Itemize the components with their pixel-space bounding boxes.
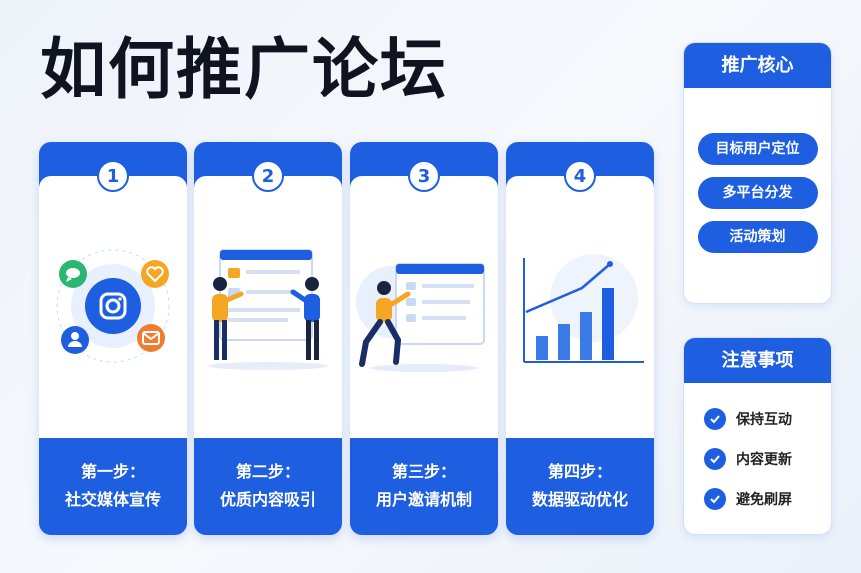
chart-bar — [536, 336, 548, 360]
core-panel-title: 推广核心 — [684, 43, 831, 88]
invite-illustration — [356, 263, 485, 372]
step-label: 第二步： 优质内容吸引 — [219, 462, 316, 509]
heart-icon — [141, 260, 169, 288]
trend-line — [525, 263, 611, 314]
step-card-1: 1 — [39, 142, 187, 535]
chat-icon — [59, 260, 87, 288]
growth-chart — [523, 254, 644, 363]
core-item-events[interactable]: 活动策划 — [697, 221, 818, 253]
core-panel: 推广核心 目标用户定位 多平台分发 活动策划 — [683, 42, 832, 304]
person-blue-icon — [290, 277, 320, 360]
chart-bar — [580, 312, 592, 360]
check-icon — [704, 448, 726, 470]
step-card-3: 3 第三步： 用户邀请机制 — [350, 142, 498, 535]
step-card-4: 4 第四步： 数据驱动优化 — [506, 142, 654, 535]
check-icon — [704, 488, 726, 510]
step-card-2: 2 — [194, 142, 342, 535]
step-label: 第三步： 用户邀请机制 — [375, 462, 472, 509]
step-number: 1 — [97, 160, 129, 192]
chart-bar — [602, 288, 614, 360]
check-icon — [704, 408, 726, 430]
user-icon — [61, 326, 89, 354]
step-illustration-invite — [350, 176, 498, 438]
instagram-icon — [85, 278, 141, 334]
step-illustration-social — [39, 176, 187, 438]
mail-icon — [137, 324, 165, 352]
social-media-illustration — [56, 249, 170, 363]
person-walking-icon — [359, 281, 411, 367]
core-item-target-users[interactable]: 目标用户定位 — [697, 133, 818, 165]
core-item-multi-platform[interactable]: 多平台分发 — [697, 177, 818, 209]
step-number: 3 — [408, 160, 440, 192]
note-item: 保持互动 — [684, 399, 831, 439]
content-illustration — [208, 249, 328, 370]
person-orange-icon — [212, 277, 244, 360]
chart-bar — [558, 324, 570, 360]
trend-end-dot — [607, 261, 613, 267]
step-label: 第四步： 数据驱动优化 — [531, 462, 628, 509]
step-illustration-content — [194, 176, 342, 438]
step-number: 4 — [564, 160, 596, 192]
note-item: 避免刷屏 — [684, 479, 831, 519]
note-item: 内容更新 — [684, 439, 831, 479]
step-number: 2 — [252, 160, 284, 192]
notes-panel: 注意事项 保持互动 内容更新 避免刷屏 — [683, 337, 832, 535]
step-illustration-data — [506, 176, 654, 438]
page-title: 如何推广论坛 — [40, 31, 448, 108]
step-label: 第一步： 社交媒体宣传 — [64, 462, 161, 509]
notes-panel-title: 注意事项 — [684, 338, 831, 383]
